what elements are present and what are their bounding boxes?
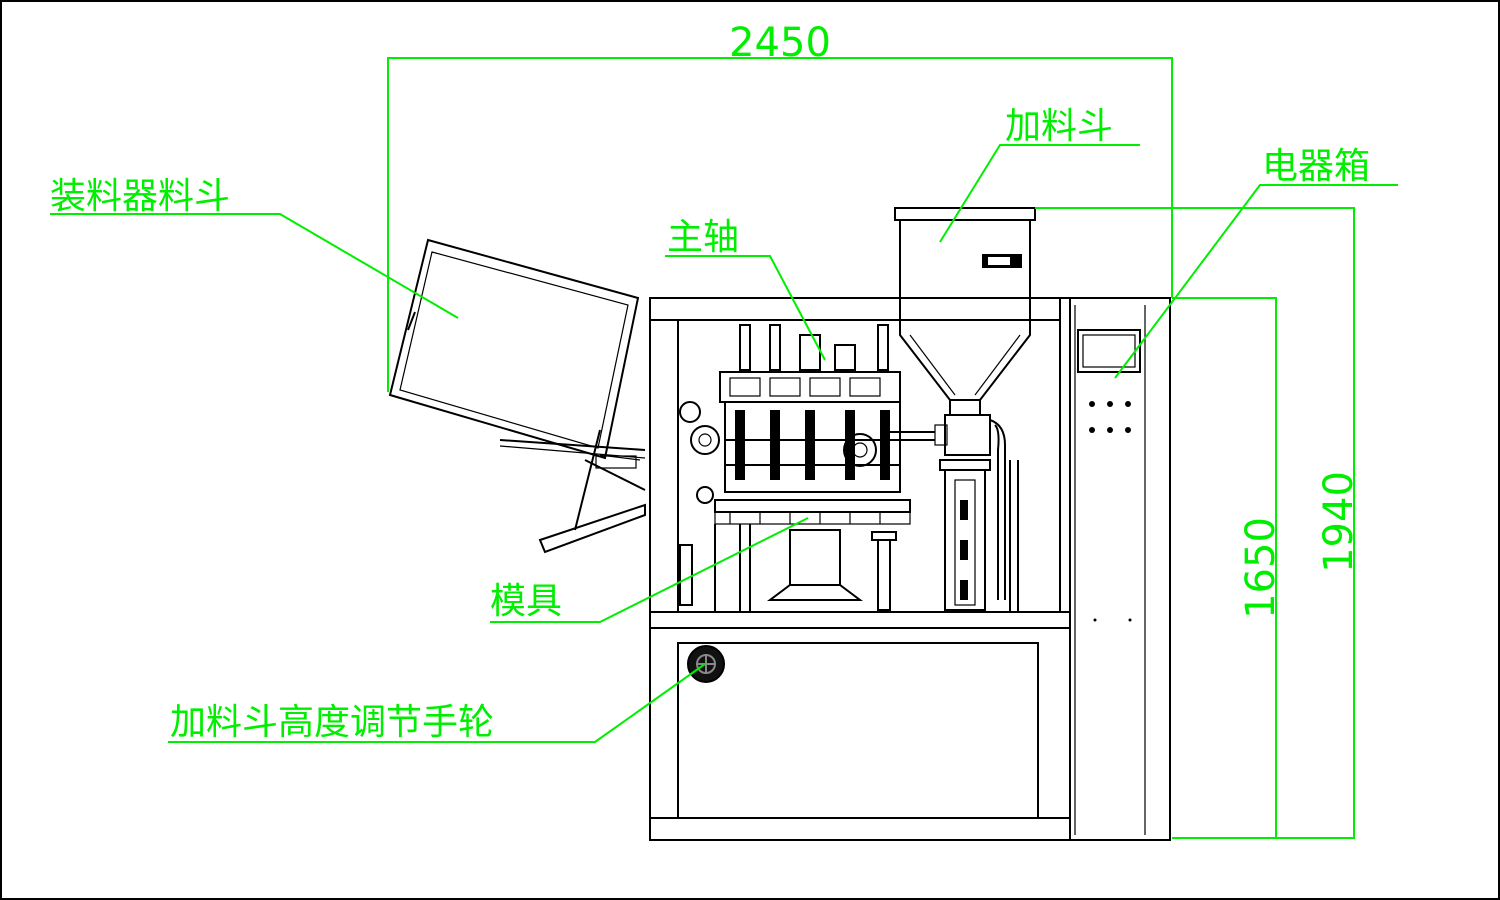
dimension-lines: 2450 1650 1940 [387, 20, 1362, 839]
callouts: 装料器料斗 加料斗 电器箱 主轴 模具 加料斗高度调节手轮 [50, 106, 1398, 743]
main-shaft-assembly [679, 324, 911, 612]
handwheel-label: 加料斗高度调节手轮 [170, 702, 494, 743]
body-height-dimension-line [1172, 297, 1277, 839]
electrical-box-label: 电器箱 [1262, 146, 1370, 187]
electrical-box [1069, 297, 1171, 841]
total-height-dimension-line [1035, 207, 1355, 839]
mold-label: 模具 [490, 581, 562, 622]
loader-hopper-leader [50, 213, 459, 319]
feed-hopper [890, 207, 1036, 612]
feed-hopper-label: 加料斗 [1005, 106, 1113, 147]
main-frame [649, 297, 1171, 841]
electrical-box-leader [1114, 184, 1398, 379]
handwheel [687, 645, 725, 683]
main-shaft-label: 主轴 [667, 217, 739, 258]
machine-outline [388, 207, 1171, 841]
mold-leader [490, 517, 809, 623]
body-height-dimension-text: 1650 [1238, 517, 1284, 619]
width-dimension-line [387, 57, 1173, 392]
width-dimension-text: 2450 [729, 20, 831, 66]
loader-hopper [388, 238, 646, 554]
handwheel-leader [168, 663, 706, 743]
loader-hopper-label: 装料器料斗 [50, 176, 230, 217]
total-height-dimension-text: 1940 [1316, 471, 1362, 573]
feed-hopper-leader [939, 144, 1140, 243]
main-shaft-leader [665, 255, 826, 361]
